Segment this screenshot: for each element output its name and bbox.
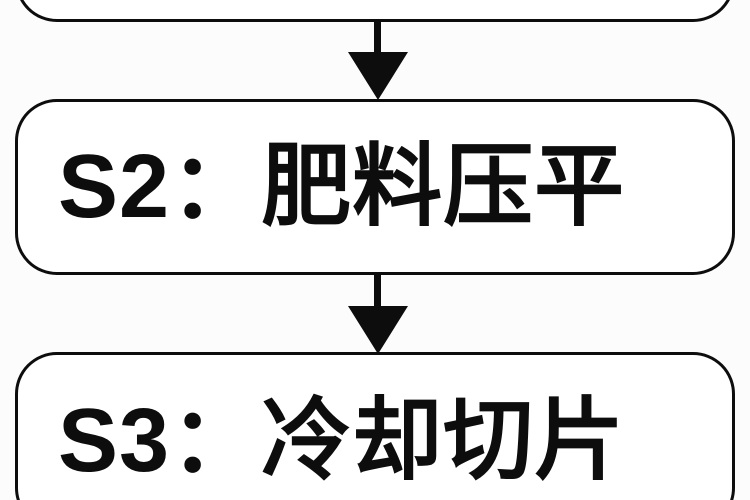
flow-node-s3: S3：冷却切片 [15,352,735,500]
arrow-stem [374,21,381,55]
flow-node-top-partial [15,0,735,22]
down-arrowhead-icon [348,52,408,100]
down-arrowhead-icon [348,306,408,354]
flow-node-s2: S2：肥料压平 [15,99,735,275]
flow-node-s2-label: S2：肥料压平 [58,137,626,237]
flow-node-s3-label: S3：冷却切片 [58,391,626,491]
arrow-stem [374,273,381,309]
